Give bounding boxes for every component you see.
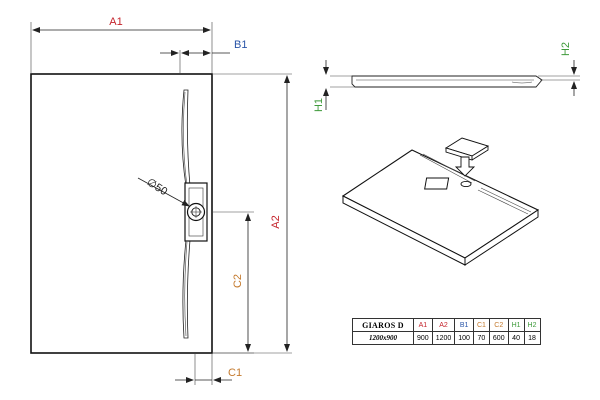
diameter-leader [137, 177, 190, 207]
spec-header-c2: C2 [488, 318, 509, 332]
iso-drain-channel [419, 153, 476, 184]
iso-down-arrow [454, 156, 476, 177]
spec-header-a1: A1 [413, 318, 433, 332]
spec-table-value-row: 1200x900 900 1200 100 70 600 40 18 [352, 331, 541, 345]
spec-header-b1: B1 [454, 318, 474, 332]
label-c1: C1 [228, 367, 242, 379]
label-a2: A2 [270, 215, 282, 228]
spec-size: 1200x900 [352, 331, 414, 345]
top-view: A1 B1 A2 C2 C1 ∅50 [30, 16, 292, 385]
spec-model: GIAROS D [352, 318, 414, 332]
side-view: H1 H2 [313, 42, 580, 112]
iso-drain-box [424, 177, 450, 190]
spec-value-c1: 70 [472, 331, 490, 345]
label-a1: A1 [109, 16, 122, 28]
spec-value-b1: 100 [454, 331, 474, 345]
spec-value-c2: 600 [488, 331, 509, 345]
spec-header-c1: C1 [472, 318, 490, 332]
label-b1: B1 [234, 39, 247, 51]
spec-table-header-row: GIAROS D A1 A2 B1 C1 C2 H1 H2 [352, 318, 541, 332]
spec-value-h1: 40 [507, 331, 525, 345]
label-c2: C2 [232, 274, 244, 288]
side-profile [351, 75, 543, 88]
label-h1: H1 [313, 98, 325, 112]
spec-value-a1: 900 [413, 331, 433, 345]
spec-table: GIAROS D A1 A2 B1 C1 C2 H1 H2 1200x900 9… [352, 318, 541, 345]
spec-header-h1: H1 [507, 318, 525, 332]
label-h2: H2 [560, 42, 572, 56]
spec-value-a2: 1200 [431, 331, 456, 345]
spec-header-a2: A2 [431, 318, 456, 332]
spec-value-h2: 18 [523, 331, 541, 345]
isometric-view [341, 137, 540, 266]
spec-header-h2: H2 [523, 318, 541, 332]
